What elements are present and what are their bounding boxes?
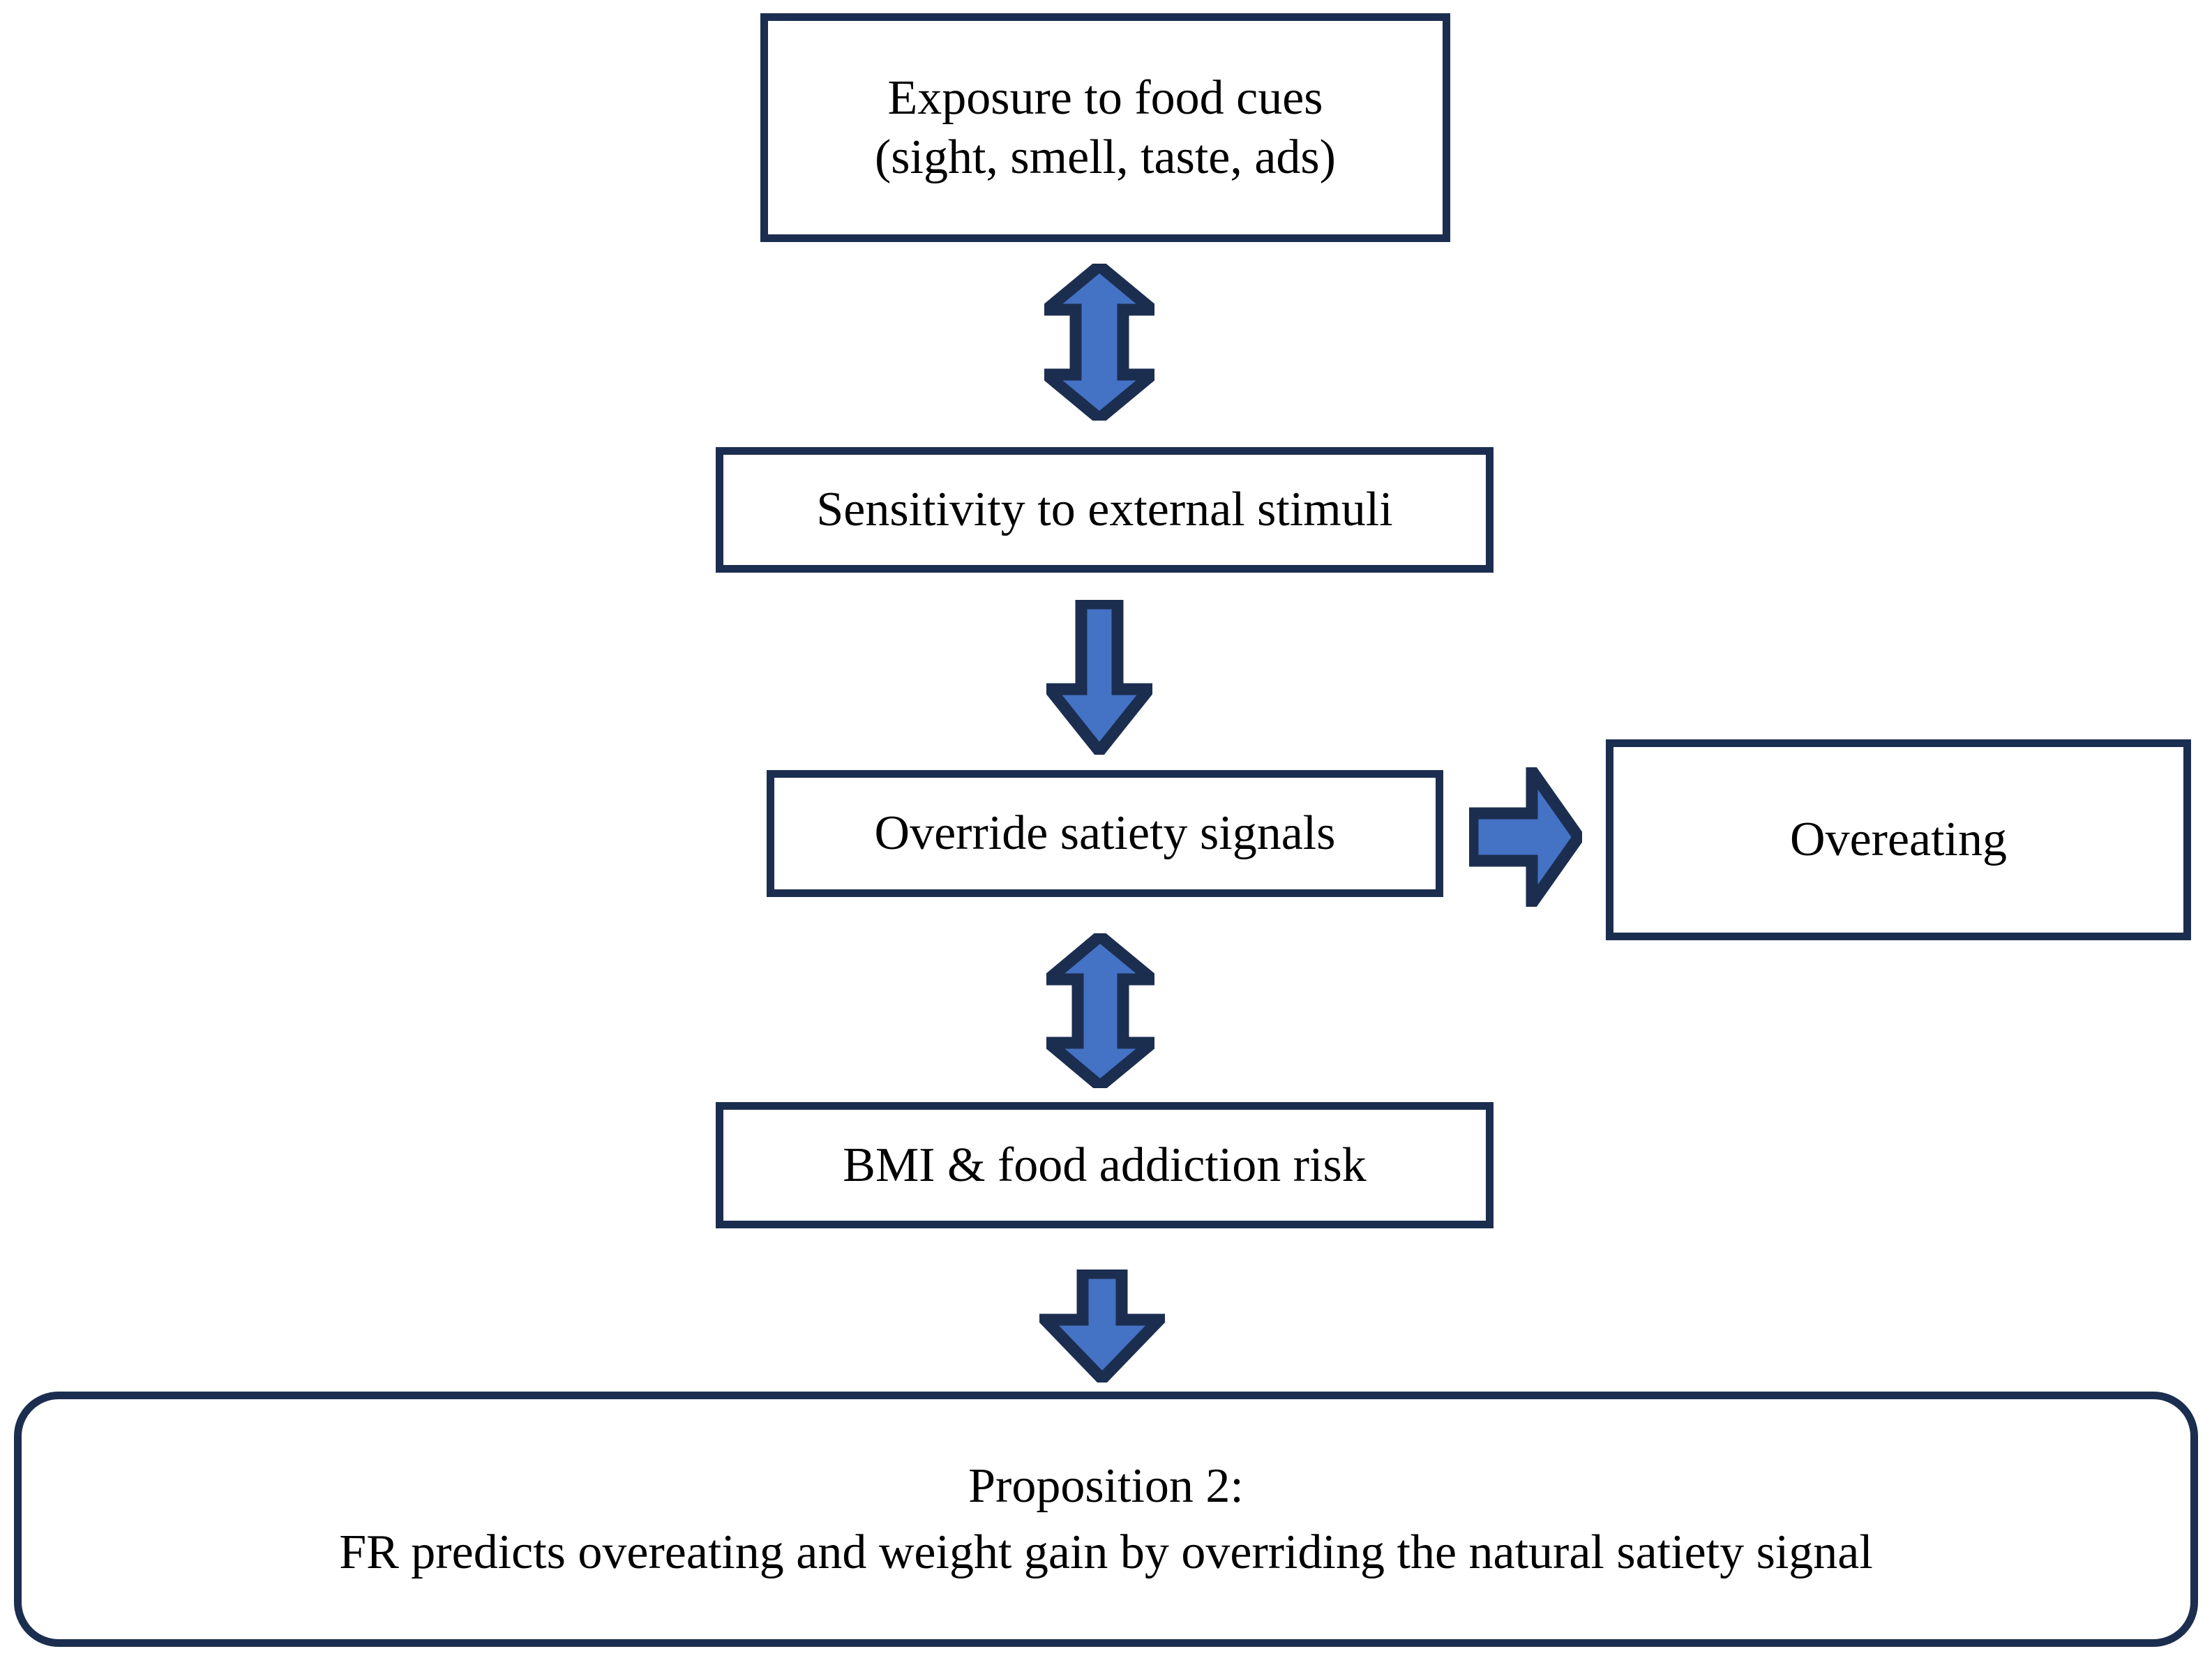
node-proposition-line-1: Proposition 2: (968, 1459, 1244, 1513)
node-exposure-to-food-cues: Exposure to food cues (sight, smell, tas… (760, 13, 1450, 242)
node-bmi-line-1: BMI & food addiction risk (843, 1138, 1367, 1192)
node-sensitivity-to-external-stimuli: Sensitivity to external stimuli (716, 447, 1494, 573)
node-overeating-line-1: Overeating (1790, 813, 2007, 867)
double-headed-vertical-arrow-icon (1046, 933, 1154, 1088)
node-exposure-line-2: (sight, smell, taste, ads) (874, 130, 1336, 184)
node-exposure-line-1: Exposure to food cues (887, 70, 1323, 125)
node-overeating: Overeating (1606, 739, 2191, 940)
node-proposition-2: Proposition 2: FR predicts overeating an… (14, 1392, 2198, 1647)
down-arrow-icon (1046, 600, 1152, 755)
node-override-satiety-signals: Override satiety signals (767, 770, 1443, 897)
node-sensitivity-line-1: Sensitivity to external stimuli (816, 483, 1393, 537)
right-arrow-icon (1469, 767, 1582, 907)
double-headed-vertical-arrow-icon (1044, 264, 1154, 421)
down-arrow-icon (1039, 1270, 1165, 1383)
node-bmi-and-food-addiction-risk: BMI & food addiction risk (716, 1102, 1494, 1228)
node-proposition-line-2: FR predicts overeating and weight gain b… (339, 1525, 1873, 1579)
node-override-line-1: Override satiety signals (874, 806, 1336, 861)
